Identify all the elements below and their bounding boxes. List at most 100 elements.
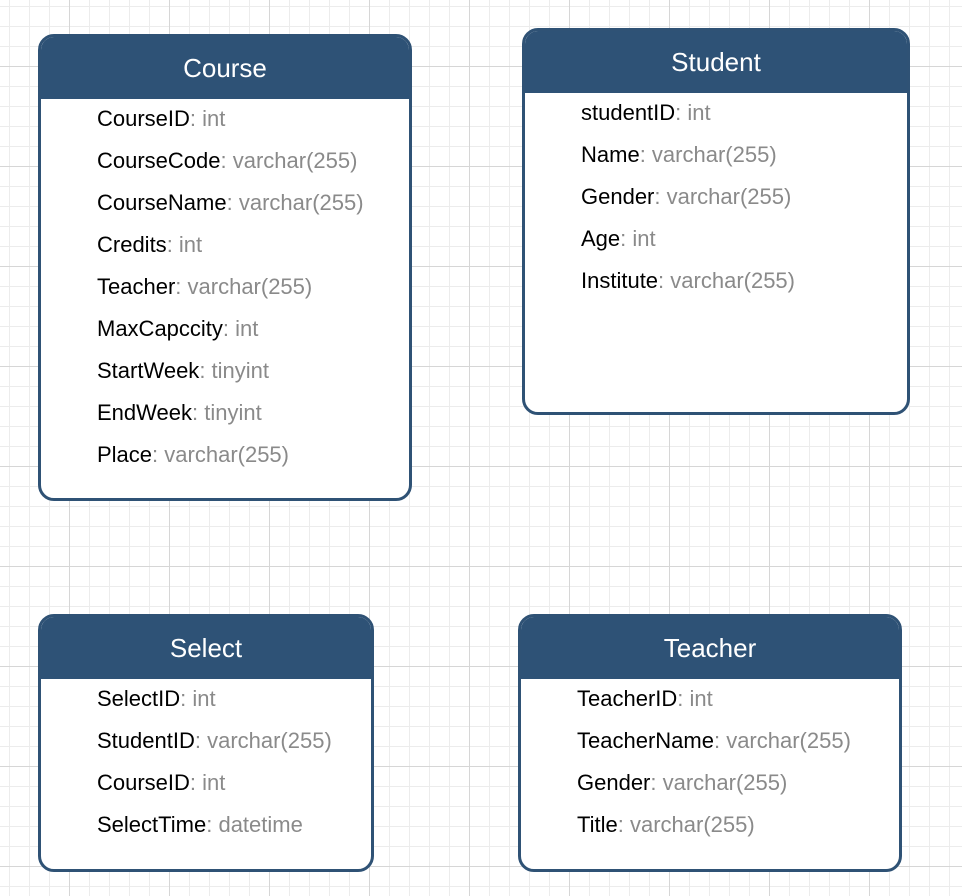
- field-type: varchar(255): [238, 190, 364, 215]
- field-row[interactable]: EndWeek: tinyint: [97, 397, 409, 439]
- field-name: CourseID: [97, 770, 190, 795]
- field-row[interactable]: Age: int: [581, 223, 907, 265]
- field-separator: :: [620, 226, 633, 251]
- field-separator: :: [166, 232, 179, 257]
- field-name: StartWeek: [97, 358, 200, 383]
- field-name: TeacherName: [577, 728, 714, 753]
- field-type: varchar(255): [232, 148, 358, 173]
- field-row[interactable]: Gender: varchar(255): [577, 767, 899, 809]
- field-type: varchar(255): [207, 728, 332, 753]
- field-separator: :: [713, 728, 727, 753]
- field-type: int: [235, 316, 259, 341]
- field-type: varchar(255): [651, 142, 777, 167]
- field-row[interactable]: CourseCode: varchar(255): [97, 145, 409, 187]
- field-type: varchar(255): [629, 812, 755, 837]
- field-name: Credits: [97, 232, 167, 257]
- entity-teacher-title[interactable]: Teacher: [521, 617, 899, 679]
- field-separator: :: [175, 274, 188, 299]
- field-type: int: [687, 100, 711, 125]
- field-separator: :: [189, 770, 203, 795]
- field-row[interactable]: CourseID: int: [97, 767, 371, 809]
- field-type: int: [632, 226, 656, 251]
- field-row[interactable]: SelectTime: datetime: [97, 809, 371, 851]
- field-separator: :: [617, 812, 630, 837]
- field-type: datetime: [218, 812, 303, 837]
- field-type: varchar(255): [666, 184, 792, 209]
- entity-course-title[interactable]: Course: [41, 37, 409, 99]
- field-name: Age: [581, 226, 621, 251]
- field-name: MaxCapccity: [97, 316, 223, 341]
- field-separator: :: [220, 148, 233, 173]
- field-name: TeacherID: [577, 686, 678, 711]
- field-row[interactable]: StudentID: varchar(255): [97, 725, 371, 767]
- field-type: varchar(255): [726, 728, 851, 753]
- field-row[interactable]: TeacherName: varchar(255): [577, 725, 899, 767]
- field-separator: :: [654, 184, 667, 209]
- field-row[interactable]: CourseName: varchar(255): [97, 187, 409, 229]
- field-row[interactable]: Institute: varchar(255): [581, 265, 907, 307]
- field-name: SelectTime: [97, 812, 207, 837]
- field-separator: :: [222, 316, 236, 341]
- field-name: EndWeek: [97, 400, 192, 425]
- field-name: studentID: [581, 100, 676, 125]
- field-type: varchar(255): [670, 268, 795, 293]
- field-separator: :: [191, 400, 205, 425]
- field-type: varchar(255): [164, 442, 289, 467]
- field-type: tinyint: [211, 358, 270, 383]
- field-type: int: [202, 106, 226, 131]
- field-type: varchar(255): [187, 274, 313, 299]
- field-separator: :: [180, 686, 193, 711]
- field-name: CourseName: [97, 190, 227, 215]
- field-name: SelectID: [97, 686, 181, 711]
- field-row[interactable]: SelectID: int: [97, 683, 371, 725]
- field-separator: :: [199, 358, 212, 383]
- field-separator: :: [675, 100, 688, 125]
- field-separator: :: [206, 812, 219, 837]
- entity-select-title[interactable]: Select: [41, 617, 371, 679]
- field-name: StudentID: [97, 728, 195, 753]
- field-separator: :: [152, 442, 165, 467]
- field-row[interactable]: Credits: int: [97, 229, 409, 271]
- field-name: Name: [581, 142, 640, 167]
- field-row[interactable]: Title: varchar(255): [577, 809, 899, 851]
- field-name: Place: [97, 442, 153, 467]
- field-row[interactable]: TeacherID: int: [577, 683, 899, 725]
- field-separator: :: [226, 190, 239, 215]
- field-name: Title: [577, 812, 618, 837]
- field-type: int: [192, 686, 216, 711]
- field-row[interactable]: MaxCapccity: int: [97, 313, 409, 355]
- field-row[interactable]: CourseID: int: [97, 103, 409, 145]
- field-name: Teacher: [97, 274, 176, 299]
- field-type: int: [202, 770, 226, 795]
- field-name: CourseCode: [97, 148, 221, 173]
- field-separator: :: [677, 686, 690, 711]
- field-name: CourseID: [97, 106, 190, 131]
- field-separator: :: [639, 142, 652, 167]
- entity-student-title[interactable]: Student: [525, 31, 907, 93]
- field-row[interactable]: Gender: varchar(255): [581, 181, 907, 223]
- field-separator: :: [650, 770, 663, 795]
- field-name: Institute: [581, 268, 659, 293]
- field-row[interactable]: Name: varchar(255): [581, 139, 907, 181]
- field-name: Gender: [581, 184, 655, 209]
- field-row[interactable]: Teacher: varchar(255): [97, 271, 409, 313]
- field-type: int: [689, 686, 713, 711]
- field-separator: :: [189, 106, 203, 131]
- field-type: tinyint: [204, 400, 262, 425]
- field-type: varchar(255): [662, 770, 788, 795]
- field-separator: :: [658, 268, 671, 293]
- field-separator: :: [194, 728, 208, 753]
- field-row[interactable]: studentID: int: [581, 97, 907, 139]
- field-name: Gender: [577, 770, 651, 795]
- field-row[interactable]: StartWeek: tinyint: [97, 355, 409, 397]
- field-row[interactable]: Place: varchar(255): [97, 439, 409, 481]
- field-type: int: [178, 232, 203, 257]
